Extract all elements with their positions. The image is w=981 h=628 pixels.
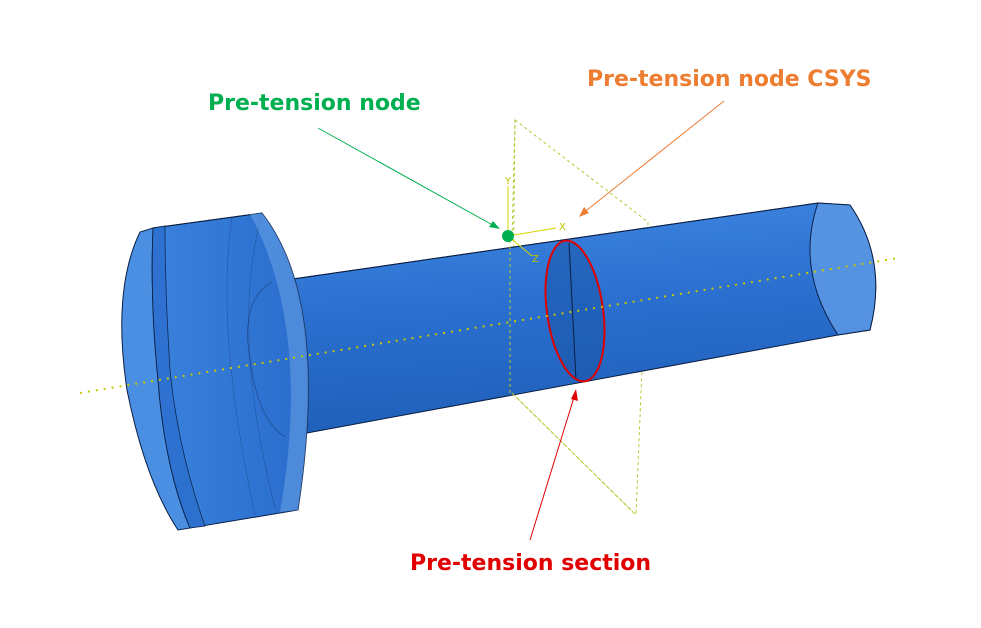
node-arrow <box>317 127 499 229</box>
csys-axis-z-label: Z <box>532 254 539 265</box>
pretension-node-point <box>502 230 514 242</box>
csys-axis-x-label: X <box>559 222 566 233</box>
bolt-head <box>121 212 309 531</box>
pretension-node-csys-label: Pre-tension node CSYS <box>587 67 871 92</box>
csys-arrow <box>581 100 725 215</box>
pretension-section-ellipse <box>544 239 606 383</box>
node-csys-triad: Y X Z <box>504 176 566 265</box>
datum-plane-front <box>511 119 637 516</box>
csys-axis-y-label: Y <box>504 176 512 187</box>
pretension-section-label: Pre-tension section <box>410 551 651 576</box>
label-arrows <box>317 100 725 541</box>
section-arrow <box>529 393 576 541</box>
pretension-node-label: Pre-tension node <box>208 91 421 116</box>
